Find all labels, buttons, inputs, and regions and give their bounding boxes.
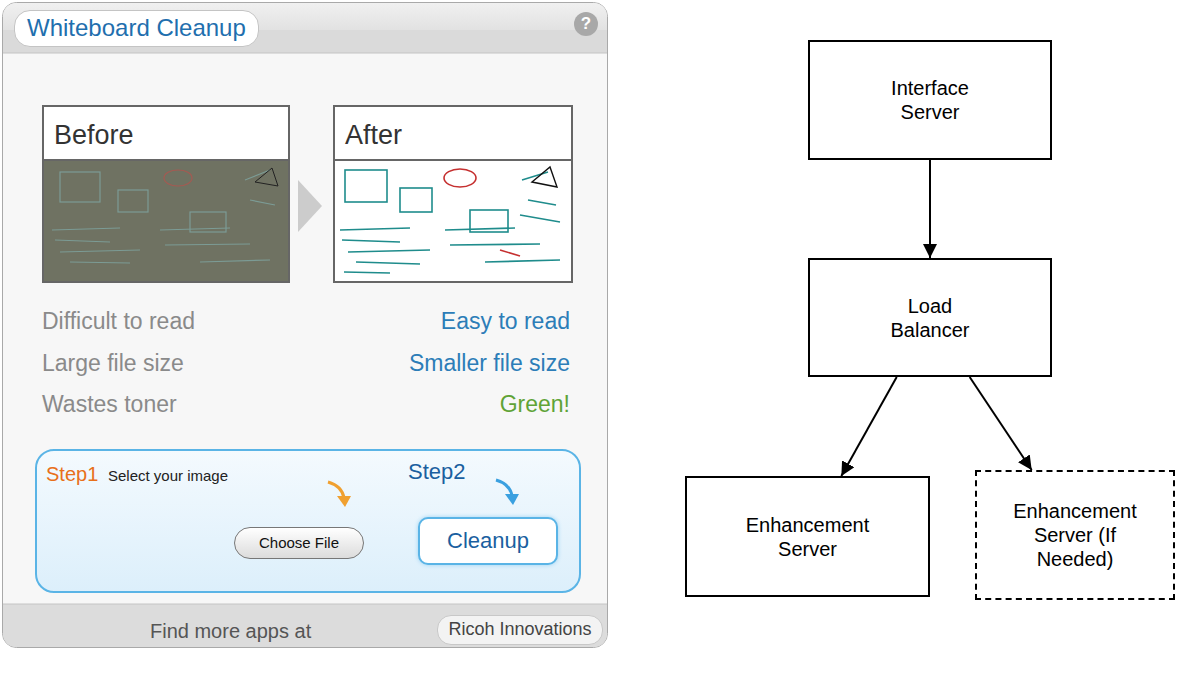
title-bar-rule bbox=[3, 53, 607, 54]
sketch-lines bbox=[245, 170, 275, 205]
step-number: Step1 bbox=[46, 462, 98, 486]
sketch-lines bbox=[500, 250, 520, 256]
benefit-text: Smaller file size bbox=[409, 350, 570, 378]
step-number: Step2 bbox=[408, 459, 466, 485]
process-box: Enhancement Server bbox=[685, 476, 930, 597]
process-box: Load Balancer bbox=[808, 258, 1052, 377]
choose-file-button: Choose File bbox=[234, 527, 364, 559]
sketch-box bbox=[118, 190, 148, 212]
before-panel: Before bbox=[42, 105, 290, 283]
drawback-text: Large file size bbox=[42, 350, 184, 378]
step-arrow-head bbox=[337, 496, 351, 507]
step-arrow-head bbox=[505, 494, 519, 505]
connector-arrow bbox=[929, 160, 931, 258]
before-photo bbox=[43, 161, 289, 282]
before-divider bbox=[42, 159, 290, 161]
drawback-text: Wastes toner bbox=[42, 391, 177, 419]
panel-heading: Before bbox=[54, 119, 134, 151]
steps-panel: Step1 Select your image Step2Choose File Cl… bbox=[36, 450, 580, 592]
sketch-mark bbox=[532, 167, 557, 187]
sketch-mark bbox=[255, 168, 278, 186]
benefit-text: Green! bbox=[500, 391, 570, 419]
sketch-lines bbox=[160, 228, 270, 262]
sketch-lines bbox=[52, 228, 140, 263]
node-label: Interface Server bbox=[870, 76, 990, 124]
connector-arrow bbox=[970, 377, 1032, 470]
link-pill: Ricoh Innovations bbox=[437, 615, 603, 645]
step-arrow bbox=[496, 480, 512, 496]
sketch-box bbox=[400, 188, 432, 212]
node-label: Enhancement Server (If Needed) bbox=[1005, 499, 1145, 571]
node-label: Enhancement Server bbox=[738, 513, 878, 561]
step-arrow bbox=[328, 482, 344, 498]
sketch-lines bbox=[445, 228, 560, 262]
steps-ground bbox=[36, 450, 580, 592]
footer-rule bbox=[3, 604, 607, 605]
cleanup-button: Cleanup bbox=[418, 517, 558, 565]
after-divider bbox=[333, 159, 573, 161]
sketch-circle bbox=[444, 169, 476, 187]
help-icon bbox=[574, 12, 598, 36]
sketch-lines bbox=[340, 228, 430, 273]
node-label: Load Balancer bbox=[875, 294, 985, 342]
sketch-box bbox=[60, 172, 100, 202]
optional-process-box: Enhancement Server (If Needed) bbox=[975, 470, 1175, 600]
sketch-circle bbox=[164, 170, 192, 186]
sketch-box bbox=[345, 170, 387, 202]
before-sketch bbox=[52, 170, 275, 263]
after-sketch bbox=[340, 170, 560, 273]
process-box: Interface Server bbox=[808, 40, 1052, 160]
sketch-box bbox=[190, 212, 226, 232]
before-header bbox=[43, 106, 289, 160]
footer-text: Find more apps at bbox=[150, 619, 311, 643]
panel-ground bbox=[3, 3, 608, 648]
help-symbol: ? bbox=[574, 12, 598, 36]
title-bar bbox=[3, 3, 607, 53]
benefit-text: Easy to read bbox=[441, 308, 570, 336]
step-instruction: Select your image bbox=[108, 467, 228, 485]
after-photo bbox=[334, 161, 572, 282]
drawback-text: Difficult to read bbox=[42, 308, 195, 336]
after-panel: After bbox=[333, 105, 573, 283]
widget-title: Whiteboard Cleanup bbox=[14, 10, 259, 47]
node-label: Choose File bbox=[259, 534, 339, 552]
node-label: Cleanup bbox=[447, 528, 529, 554]
node-label: Ricoh Innovations bbox=[448, 619, 591, 641]
footer-bar bbox=[3, 604, 607, 647]
after-header bbox=[334, 106, 572, 160]
chevron-arrow bbox=[298, 180, 322, 232]
connector-arrow bbox=[841, 377, 896, 476]
sketch-box bbox=[470, 210, 508, 232]
panel-heading: After bbox=[345, 119, 402, 151]
